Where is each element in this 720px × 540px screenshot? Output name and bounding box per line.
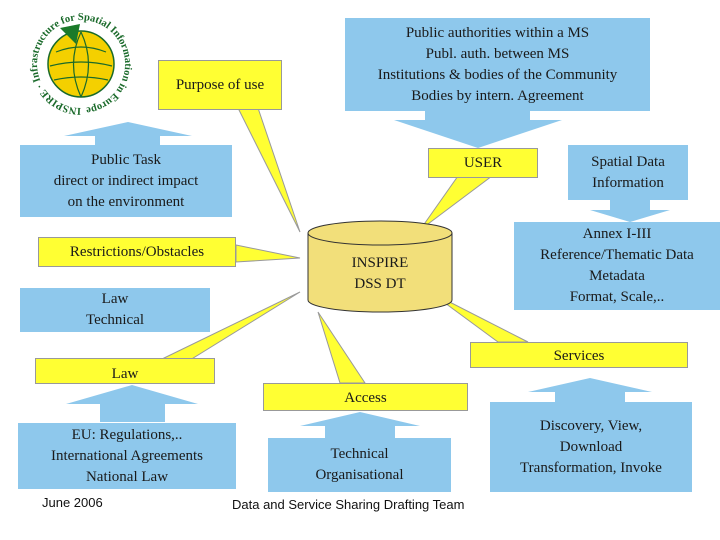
annex-line-4: Format, Scale,.. xyxy=(569,289,665,305)
arrow-authorities xyxy=(394,110,562,148)
arrow-discovery xyxy=(528,378,652,402)
eu-line-2: International Agreements xyxy=(50,447,204,464)
eu-box: EU: Regulations,.. International Agreeme… xyxy=(18,423,236,489)
access-label: Access xyxy=(344,390,387,406)
law-technical-line-1: Law xyxy=(101,291,129,307)
spatial-data-box: Spatial Data Information xyxy=(568,145,688,200)
arrow-tech-org xyxy=(300,412,420,438)
footer-team: Data and Service Sharing Drafting Team xyxy=(232,497,465,512)
inspire-cylinder-top xyxy=(307,220,453,246)
authorities-box: Public authorities within a MS Publ. aut… xyxy=(345,18,650,111)
callout-user xyxy=(419,175,494,231)
tech-org-line-1: Technical xyxy=(330,446,389,462)
annex-line-1: Annex I-III xyxy=(582,226,652,242)
user-label: USER xyxy=(463,155,503,171)
discovery-line-2: Download xyxy=(559,438,623,455)
authorities-line-4: Bodies by intern. Agreement xyxy=(411,87,584,104)
eu-line-3: National Law xyxy=(85,468,169,485)
tech-org-line-2: Organisational xyxy=(315,467,404,483)
authorities-line-2: Publ. auth. between MS xyxy=(425,45,570,62)
authorities-line-3: Institutions & bodies of the Community xyxy=(377,66,618,83)
discovery-box: Discovery, View, Download Transformation… xyxy=(490,402,692,492)
inspire-line-2: DSS DT xyxy=(354,276,406,292)
inspire-logo-icon: INSPIRE · Infrastructure for Spatial Inf… xyxy=(29,12,133,116)
arrow-eu xyxy=(66,385,198,422)
law-box: Law xyxy=(35,358,215,384)
law-technical-box: Law Technical xyxy=(20,288,210,332)
arrow-public-task xyxy=(64,122,192,145)
callout-restrictions xyxy=(235,244,301,263)
services-label: Services xyxy=(553,348,605,364)
eu-line-1: EU: Regulations,.. xyxy=(71,426,183,443)
footer-date: June 2006 xyxy=(42,495,103,510)
inspire-line-1: INSPIRE xyxy=(351,255,409,271)
law-label: Law xyxy=(111,366,139,382)
public-task-box: Public Task direct or indirect impact on… xyxy=(20,145,232,217)
public-task-line-1: Public Task xyxy=(91,151,161,168)
discovery-line-3: Transformation, Invoke xyxy=(520,459,662,476)
purpose-of-use-label: Purpose of use xyxy=(175,76,265,93)
callout-purpose xyxy=(237,107,301,233)
purpose-of-use-box: Purpose of use xyxy=(158,60,282,110)
public-task-line-3: on the environment xyxy=(67,193,185,210)
spatial-data-line-1: Spatial Data xyxy=(591,153,665,170)
public-task-line-2: direct or indirect impact xyxy=(53,172,199,189)
annex-line-3: Metadata xyxy=(589,268,645,284)
law-technical-line-2: Technical xyxy=(85,312,145,328)
spatial-data-line-2: Information xyxy=(592,174,664,191)
inspire-cylinder xyxy=(307,232,453,313)
annex-line-2: Reference/Thematic Data xyxy=(540,247,694,263)
annex-box: Annex I-III Reference/Thematic Data Meta… xyxy=(514,222,720,310)
callout-access xyxy=(317,311,366,384)
services-box: Services xyxy=(470,342,688,368)
user-box: USER xyxy=(428,148,538,178)
inspire-label-box: INSPIRE DSS DT xyxy=(320,252,440,296)
authorities-line-1: Public authorities within a MS xyxy=(405,24,590,41)
arrow-spatial-data xyxy=(590,200,670,222)
restrictions-box: Restrictions/Obstacles xyxy=(38,237,236,267)
restrictions-label: Restrictions/Obstacles xyxy=(69,244,205,260)
discovery-line-1: Discovery, View, xyxy=(539,417,643,434)
access-box: Access xyxy=(263,383,468,411)
tech-org-box: Technical Organisational xyxy=(268,438,451,492)
